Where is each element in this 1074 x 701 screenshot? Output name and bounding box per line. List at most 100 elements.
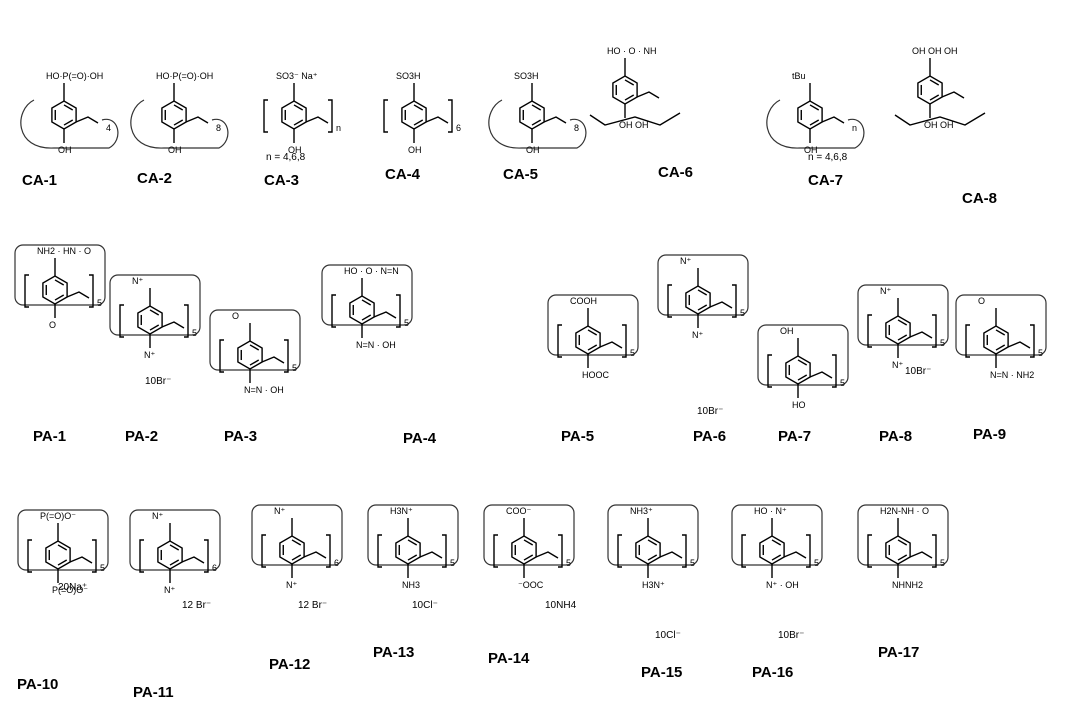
upper-group: P(=O)O⁻: [40, 511, 76, 521]
lower-group: NH3: [402, 580, 420, 590]
methylene-bridge: [543, 116, 567, 124]
structure-drawing: N⁺N⁺6: [251, 504, 343, 590]
structure-drawing: N⁺N⁺5: [109, 274, 201, 360]
macrocycle-box: [607, 504, 699, 566]
methylene-bridge: [305, 116, 329, 124]
repeat-count: 5: [450, 558, 455, 568]
repeat-count: 5: [292, 363, 297, 373]
lower-group: OH: [168, 145, 182, 155]
compound-label: PA-10: [17, 676, 59, 693]
left-bracket: [119, 304, 124, 338]
lower-group: N⁺: [144, 350, 155, 360]
macrocycle-box: [731, 504, 823, 566]
upper-group: OH OH OH: [912, 46, 958, 56]
macrocycle-box: [483, 504, 575, 566]
lower-group: H3N⁺: [642, 580, 665, 590]
repeat-count: 5: [740, 308, 745, 318]
compound-label: PA-4: [403, 430, 437, 447]
right-bracket: [326, 534, 331, 568]
macrocycle-box: [367, 504, 459, 566]
counterion-note: 20Na⁺: [58, 582, 88, 593]
methylene-bridge: [181, 556, 205, 564]
counterion-note: n = 4,6,8: [808, 152, 848, 163]
structure-drawing: N⁺N⁺5: [657, 254, 749, 340]
macrocycle-box: [129, 509, 221, 571]
right-bracket: [1030, 324, 1035, 358]
counterion-note: 10Br⁻: [905, 366, 932, 377]
compound-label: CA-8: [962, 190, 998, 207]
lower-group: N⁺: [164, 585, 175, 595]
methylene-bridge: [161, 321, 185, 329]
lower-group: OH: [804, 145, 818, 155]
methylene-bridge: [535, 551, 559, 559]
lower-group: OH: [526, 145, 540, 155]
macrocycle-loop: [766, 99, 865, 149]
repeat-count: 5: [840, 378, 845, 388]
macrocycle-box: [14, 244, 106, 306]
upper-group: H2N-NH · O: [880, 506, 929, 516]
lower-group: ⁻OOC: [518, 580, 544, 590]
structure-drawing: O N=N · OH 5: [209, 309, 301, 395]
upper-group: N⁺: [680, 256, 691, 266]
methylene-bridge: [636, 91, 660, 99]
right-bracket: [204, 539, 209, 573]
left-bracket: [557, 324, 562, 358]
structure-pa-6: N⁺N⁺5: [648, 215, 788, 365]
macrocycle-box: [547, 294, 639, 356]
methylene-bridge: [821, 116, 845, 124]
compound-label: CA-7: [808, 172, 844, 189]
compound-label: PA-16: [752, 664, 794, 681]
lower-group: P(=O)O⁻: [52, 585, 88, 595]
macrocycle-backbone: [894, 112, 986, 126]
left-bracket: [27, 539, 32, 573]
macrocycle-box: [321, 264, 413, 326]
left-bracket: [667, 284, 672, 318]
repeat-count: 5: [940, 338, 945, 348]
compound-label: PA-12: [269, 656, 311, 673]
counterion-note: 10Br⁻: [778, 630, 805, 641]
counterion-note: n = 4,6,8: [266, 152, 306, 163]
compound-label: PA-5: [561, 428, 595, 445]
left-bracket: [767, 354, 772, 388]
upper-group: HO · O · NH: [607, 46, 657, 56]
compound-label: PA-9: [973, 426, 1007, 443]
upper-group: OH: [780, 326, 794, 336]
methylene-bridge: [659, 551, 683, 559]
methylene-bridge: [373, 311, 397, 319]
repeat-count: 6: [334, 558, 339, 568]
macrocycle-box: [955, 294, 1047, 356]
compound-label: PA-14: [488, 650, 530, 667]
lower-group: HOOC: [582, 370, 610, 380]
compound-label: PA-15: [641, 664, 683, 681]
lower-group: N=N · OH: [244, 385, 284, 395]
macrocycle-loop: [488, 99, 587, 149]
structure-pa-3: O N=N · OH 5: [200, 270, 340, 420]
repeat-count: 6: [212, 563, 217, 573]
compound-label: PA-17: [878, 644, 920, 661]
macrocycle-box: [109, 274, 201, 336]
methylene-bridge: [909, 331, 933, 339]
methylene-bridge: [303, 551, 327, 559]
left-bracket: [493, 534, 498, 568]
repeat-count: 5: [1038, 348, 1043, 358]
left-bracket: [24, 274, 29, 308]
counterion-note: 12 Br⁻: [298, 600, 328, 611]
lower-group: N⁺: [286, 580, 297, 590]
structure-pa-12: N⁺N⁺6: [242, 465, 382, 615]
repeat-count: n: [336, 123, 341, 133]
left-bracket: [867, 534, 872, 568]
structure-drawing: P(=O)O⁻P(=O)O⁻5: [17, 509, 109, 595]
compound-label: PA-1: [33, 428, 67, 445]
right-bracket: [396, 294, 401, 328]
compound-label: PA-6: [693, 428, 727, 445]
left-bracket: [867, 314, 872, 348]
upper-group: O: [232, 311, 239, 321]
